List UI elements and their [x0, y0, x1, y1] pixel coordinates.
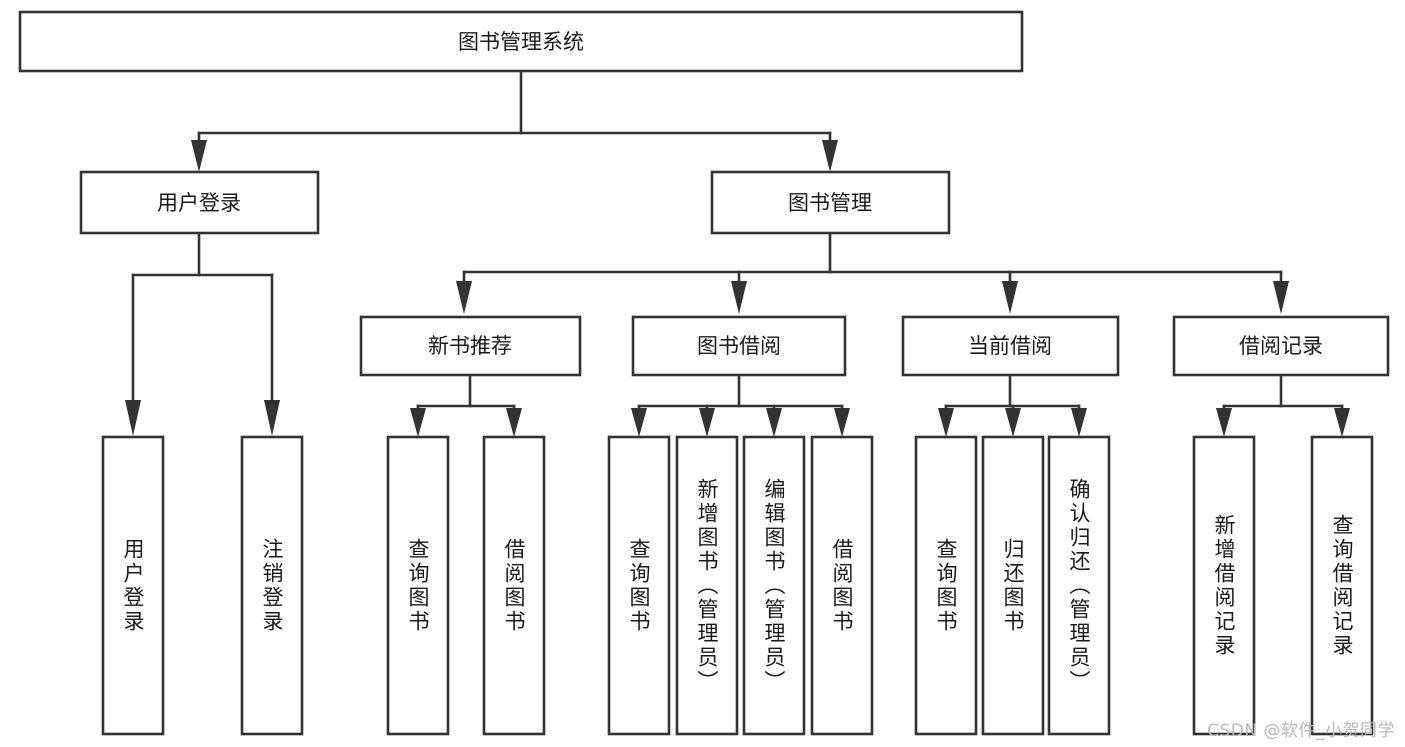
node-user-login-label: 用户登录 [157, 191, 241, 215]
node-book-borrow[interactable]: 图书借阅 [631, 315, 847, 377]
node-leaf-borrow-book-1-box[interactable] [482, 435, 546, 736]
arrow-head-leaf-query-book-3 [938, 408, 954, 437]
node-leaf-query-book-1-box[interactable] [386, 435, 450, 736]
arrow-head-leaf-query-book-1 [410, 408, 426, 437]
arrow-head-book-management [822, 140, 838, 172]
node-leaf-query-record[interactable] [1310, 435, 1374, 736]
node-leaf-user-login-box[interactable] [101, 435, 165, 736]
arrow-head-leaf-query-book-2 [631, 408, 647, 437]
node-root[interactable]: 图书管理系统 [18, 10, 1024, 73]
node-user-login[interactable]: 用户登录 [79, 170, 320, 235]
node-leaf-query-book-1[interactable] [386, 435, 450, 736]
arrow-head-leaf-logout-login [264, 400, 280, 436]
node-current-borrow-label: 当前借阅 [968, 334, 1052, 358]
node-leaf-query-book-3[interactable] [914, 435, 978, 736]
node-leaf-borrow-book-1[interactable] [482, 435, 546, 736]
arrow-head-leaf-edit-book [766, 408, 782, 437]
arrow-head-user-login [191, 140, 207, 172]
node-leaf-return-book[interactable] [981, 435, 1045, 736]
node-book-borrow-box[interactable] [631, 315, 847, 377]
node-leaf-query-book-2-box[interactable] [607, 435, 671, 736]
node-new-book-recommend-box[interactable] [359, 315, 582, 377]
node-leaf-borrow-book-2-box[interactable] [810, 435, 874, 736]
connector-layer [125, 69, 1350, 437]
node-current-borrow-box[interactable] [901, 315, 1120, 377]
node-leaf-add-book-box[interactable] [675, 435, 739, 736]
node-leaf-logout-login[interactable] [240, 435, 304, 736]
arrow-head-leaf-query-record [1334, 408, 1350, 437]
node-current-borrow[interactable]: 当前借阅 [901, 315, 1120, 377]
arrow-head-new-book-recommend [456, 281, 472, 314]
node-leaf-return-book-box[interactable] [981, 435, 1045, 736]
node-leaf-query-record-box[interactable] [1310, 435, 1374, 736]
arrow-head-leaf-add-book [699, 408, 715, 437]
arrow-head-leaf-confirm-return [1071, 408, 1087, 437]
node-book-borrow-label: 图书借阅 [697, 334, 781, 358]
arrow-head-leaf-return-book [1005, 408, 1021, 437]
node-leaf-query-book-3-box[interactable] [914, 435, 978, 736]
node-book-management-box[interactable] [710, 170, 951, 235]
arrow-head-leaf-borrow-book-1 [506, 408, 522, 437]
node-user-login-box[interactable] [79, 170, 320, 235]
node-leaf-user-login[interactable] [101, 435, 165, 736]
node-leaf-add-record[interactable] [1192, 435, 1256, 736]
node-borrow-record-box[interactable] [1172, 315, 1390, 377]
node-leaf-confirm-return-box[interactable] [1047, 435, 1111, 736]
arrow-head-leaf-borrow-book-2 [834, 408, 850, 437]
node-leaf-logout-login-box[interactable] [240, 435, 304, 736]
node-leaf-query-book-2[interactable] [607, 435, 671, 736]
node-borrow-record[interactable]: 借阅记录 [1172, 315, 1390, 377]
node-borrow-record-label: 借阅记录 [1239, 334, 1323, 358]
node-leaf-borrow-book-2[interactable] [810, 435, 874, 736]
arrow-head-current-borrow [1002, 281, 1018, 314]
node-book-management[interactable]: 图书管理 [710, 170, 951, 235]
node-book-management-label: 图书管理 [788, 191, 872, 215]
node-leaf-add-book[interactable] [675, 435, 739, 736]
node-root-box[interactable] [18, 10, 1024, 73]
node-root-label: 图书管理系统 [458, 30, 584, 54]
leaf-nodes-layer [101, 435, 1374, 736]
node-new-book-recommend[interactable]: 新书推荐 [359, 315, 582, 377]
arrow-head-book-borrow [731, 281, 747, 314]
node-leaf-add-record-box[interactable] [1192, 435, 1256, 736]
node-leaf-edit-book-box[interactable] [742, 435, 806, 736]
node-new-book-recommend-label: 新书推荐 [428, 334, 512, 358]
node-leaf-edit-book[interactable] [742, 435, 806, 736]
arrow-head-leaf-user-login [125, 400, 141, 436]
arrow-head-borrow-record [1273, 281, 1289, 314]
arrow-head-leaf-add-record [1216, 408, 1232, 437]
node-leaf-confirm-return[interactable] [1047, 435, 1111, 736]
